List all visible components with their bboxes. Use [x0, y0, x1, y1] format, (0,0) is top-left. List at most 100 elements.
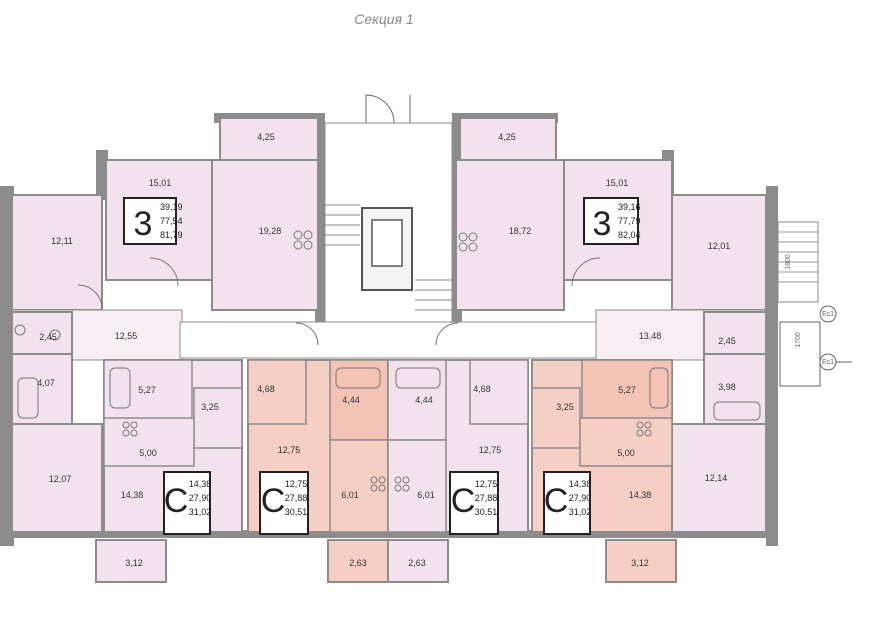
balcony: [605, 539, 677, 583]
room-area: 4,44: [342, 395, 360, 405]
hall: [469, 359, 529, 425]
room-area: 12,01: [708, 241, 731, 251]
room: [11, 194, 103, 311]
room-area: 4,25: [257, 132, 275, 142]
apartment-stat: 77,54: [160, 216, 183, 226]
kitchen: [103, 417, 195, 467]
room-area: 6,01: [341, 490, 359, 500]
apartment-stat: 31,02: [569, 507, 592, 517]
bathroom: [329, 359, 389, 441]
room-area: 5,27: [138, 385, 156, 395]
apartment-stat: 27,88: [285, 493, 308, 503]
kitchen: [387, 439, 447, 533]
apartment-stat: 30,51: [475, 507, 498, 517]
apartment-stat: 27,90: [569, 493, 592, 503]
bathroom: [103, 359, 193, 421]
apartment-letter: 3: [593, 205, 612, 243]
room-area: 3,25: [556, 402, 574, 412]
room-area: 5,27: [618, 385, 636, 395]
apartment-stat: 14,38: [189, 479, 212, 489]
room-area: 13,48: [639, 331, 662, 341]
corridor: [179, 321, 597, 359]
external-stair: [777, 221, 852, 387]
apartment-stat: 31,02: [189, 507, 212, 517]
balcony: [95, 539, 167, 583]
room-area: 12,55: [115, 331, 138, 341]
room-area: 4,68: [257, 384, 275, 394]
room-area: 2,63: [408, 558, 426, 568]
room-area: 3,12: [631, 558, 649, 568]
apartment-labels: 3 39,19 77,54 81,79 3 39,16 77,79 82,04 …: [134, 202, 641, 520]
room-area: 4,44: [415, 395, 433, 405]
apartment-type-box: [543, 471, 591, 535]
apartment-c-1[interactable]: [95, 359, 243, 583]
apartment-letter: C: [451, 482, 476, 520]
room: [671, 423, 767, 533]
room-area: 15,01: [149, 178, 172, 188]
apartment-stat: 12,75: [475, 479, 498, 489]
apartment-type-box: [123, 197, 177, 245]
kitchen-room: [455, 159, 565, 311]
apartment-stat: 77,79: [618, 216, 641, 226]
bathroom: [11, 353, 73, 425]
apartment-letter: C: [544, 482, 569, 520]
apartment-stat: 30,51: [285, 507, 308, 517]
apartment-stat: 39,16: [618, 202, 641, 212]
room-area: 12,14: [705, 473, 728, 483]
bathroom: [387, 359, 447, 441]
balcony: [387, 539, 449, 583]
kitchen-room: [211, 159, 319, 311]
fixtures: [14, 230, 761, 492]
room-area: 19,28: [259, 226, 282, 236]
room-area: 18,72: [509, 226, 532, 236]
room-area: 4,07: [37, 378, 55, 388]
room-area: 4,68: [473, 384, 491, 394]
apartment-stat: 82,04: [618, 230, 641, 240]
dimension-label: 1700: [795, 332, 802, 348]
hall: [247, 359, 307, 425]
apartment-letter: C: [261, 482, 286, 520]
room: [671, 194, 767, 311]
room-area: 2,45: [718, 336, 736, 346]
apartment-type-box: [583, 197, 639, 245]
apartment-stat: 12,75: [285, 479, 308, 489]
room-area: 12,75: [479, 445, 502, 455]
balcony-room: [459, 117, 557, 161]
apartment-stat: 39,19: [160, 202, 183, 212]
apartment-stat: 81,79: [160, 230, 183, 240]
room-area: 15,01: [606, 178, 629, 188]
apartment-type-box: [449, 471, 499, 535]
room-area: 12,75: [278, 445, 301, 455]
room-area: 12,11: [51, 236, 73, 246]
room-area: 3,25: [201, 402, 219, 412]
room-area: 4,25: [498, 132, 516, 142]
apartment-c-3[interactable]: [387, 359, 529, 583]
storage: [531, 387, 581, 449]
apartment-c-4[interactable]: [531, 359, 677, 583]
apartment-letter: 3: [134, 205, 153, 243]
apartment-type-box: [259, 471, 309, 535]
room-labels: 4,25 4,25 15,01 19,28 12,11 12,55 2,45 4…: [37, 132, 736, 568]
room-area: 12,07: [49, 474, 72, 484]
bathroom: [703, 353, 767, 425]
apartment-type-box: [163, 471, 211, 535]
room-area: 2,45: [39, 332, 57, 342]
section-title: Секция 1: [354, 11, 413, 27]
apartment-stat: 27,88: [475, 493, 498, 503]
apartment-3-right[interactable]: [455, 117, 767, 533]
room-area: 14,38: [121, 490, 144, 500]
room: [11, 423, 103, 533]
room-area: 5,00: [139, 448, 157, 458]
room-area: 5,00: [617, 448, 635, 458]
kitchen: [579, 417, 673, 467]
apartment-stat: 14,38: [569, 479, 592, 489]
apartment-3-left[interactable]: [11, 117, 319, 533]
bathroom: [11, 311, 73, 355]
apartment-letter: C: [164, 482, 189, 520]
bathroom: [703, 311, 767, 355]
storage: [193, 387, 243, 449]
room-area: 2,63: [349, 558, 367, 568]
room-area: 6,01: [417, 490, 435, 500]
dimension-label-right: 1800: [785, 254, 792, 270]
